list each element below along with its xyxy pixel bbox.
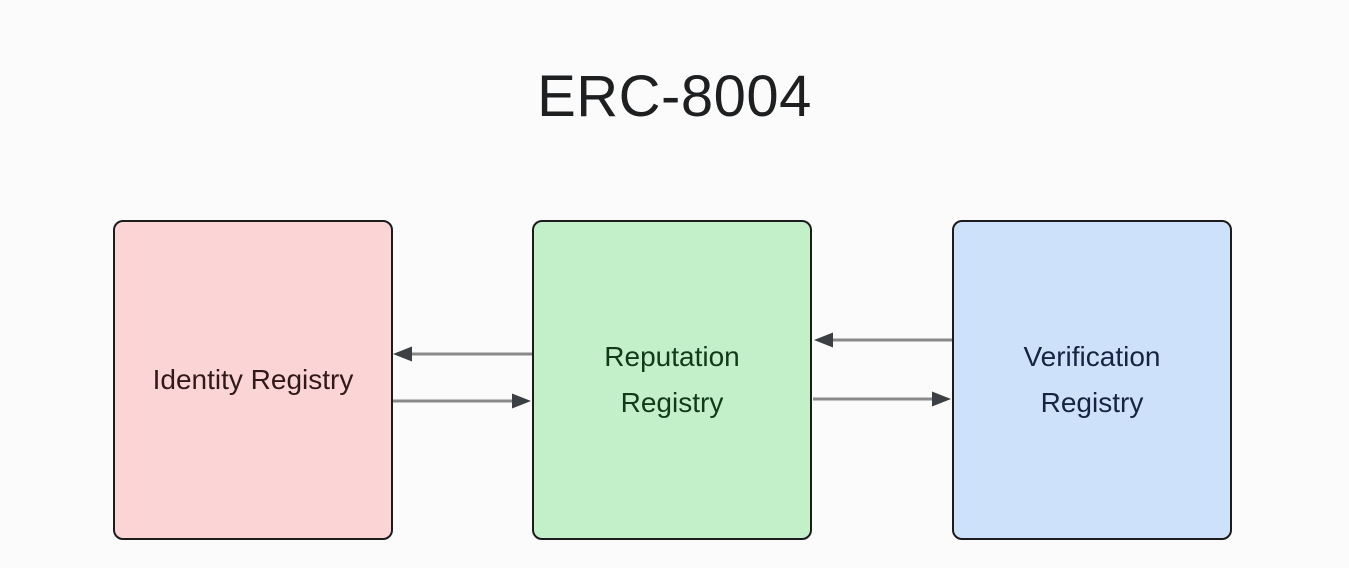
node-label: Identity Registry: [153, 357, 354, 403]
arrowhead-left-icon: [393, 346, 412, 362]
diagram-title: ERC-8004: [537, 64, 812, 129]
node-label-line: Registry: [620, 387, 724, 418]
node-verification-registry: Verification Registry: [952, 220, 1232, 540]
node-identity-registry: Identity Registry: [113, 220, 393, 540]
node-label-line: Reputation: [604, 341, 740, 372]
node-label: Reputation Registry: [604, 334, 739, 426]
arrowhead-right-icon: [932, 391, 951, 407]
node-label-line: Verification: [1023, 341, 1161, 372]
node-label-line: Identity Registry: [152, 364, 354, 395]
arrow-identity-to-reputation: [392, 393, 531, 409]
arrow-verification-to-reputation: [814, 332, 952, 348]
arrowhead-right-icon: [512, 393, 531, 409]
node-reputation-registry: Reputation Registry: [532, 220, 812, 540]
node-label-line: Registry: [1040, 387, 1144, 418]
arrowhead-left-icon: [814, 332, 833, 348]
arrow-reputation-to-verification: [813, 391, 951, 407]
arrow-reputation-to-identity: [393, 346, 532, 362]
node-label: Verification Registry: [1024, 334, 1161, 426]
